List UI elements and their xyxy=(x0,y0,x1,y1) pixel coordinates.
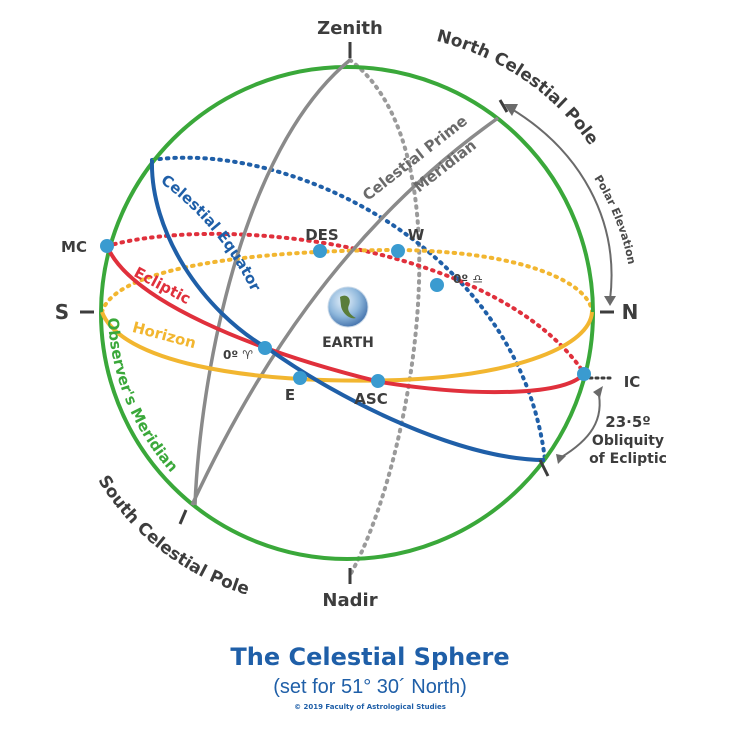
ecliptic-front xyxy=(105,245,586,395)
scp-tick xyxy=(178,509,188,525)
w-label: W xyxy=(408,226,425,244)
des-point xyxy=(313,244,327,258)
obliquity-line1: Obliquity xyxy=(592,433,664,449)
obliquity-tick xyxy=(538,459,550,477)
s-label: S xyxy=(55,300,69,324)
ncp-tick xyxy=(498,99,509,113)
ic-label: IC xyxy=(624,373,641,391)
obliquity-arrowhead-bottom xyxy=(556,454,566,464)
polar-elevation-label: Polar Elevation xyxy=(591,173,638,266)
e-point xyxy=(293,371,307,385)
obliquity-arrow xyxy=(559,389,601,459)
obliquity-value: 23·5º xyxy=(605,413,650,431)
zenith-label: Zenith xyxy=(317,18,383,39)
libra-point xyxy=(430,278,444,292)
asc-label: ASC xyxy=(354,390,387,408)
aries-point xyxy=(258,341,272,355)
libra-label: 0º ♎ xyxy=(453,272,483,286)
horizon-back xyxy=(100,247,594,314)
polar-elevation-arrow xyxy=(509,107,613,301)
polar-arrowhead-bottom xyxy=(604,296,616,306)
polar-arrowhead-top xyxy=(504,104,518,116)
caption: The Celestial Sphere (set for 51° 30´ No… xyxy=(0,640,740,714)
w-point xyxy=(391,244,405,258)
asc-point xyxy=(371,374,385,388)
earth-label: EARTH xyxy=(322,335,374,351)
prime-meridian-back xyxy=(348,58,422,577)
ic-point xyxy=(577,367,591,381)
equator-back xyxy=(150,155,547,462)
obliquity-arrowhead-top xyxy=(593,386,603,398)
earth-continent xyxy=(340,295,356,319)
copyright-notice: © 2019 Faculty of Astrological Studies xyxy=(294,703,446,711)
diagram-subtitle: (set for 51° 30´ North) xyxy=(273,676,467,698)
celestial-equator-label: Celestial Equator xyxy=(158,171,265,295)
celestial-axis-line xyxy=(190,116,500,506)
e-label: E xyxy=(285,386,295,404)
aries-label: 0º ♈ xyxy=(223,348,253,362)
mc-point xyxy=(100,239,114,253)
mc-label: MC xyxy=(61,238,87,256)
horizon-front xyxy=(100,311,594,383)
des-label: DES xyxy=(305,226,339,244)
south-celestial-pole-label: South Celestial Pole xyxy=(94,472,252,600)
n-label: N xyxy=(622,300,639,324)
nadir-label: Nadir xyxy=(322,590,377,611)
prime-meridian-front xyxy=(193,58,352,506)
diagram-title: The Celestial Sphere xyxy=(230,643,510,671)
obliquity-line2: of Ecliptic xyxy=(589,451,667,467)
